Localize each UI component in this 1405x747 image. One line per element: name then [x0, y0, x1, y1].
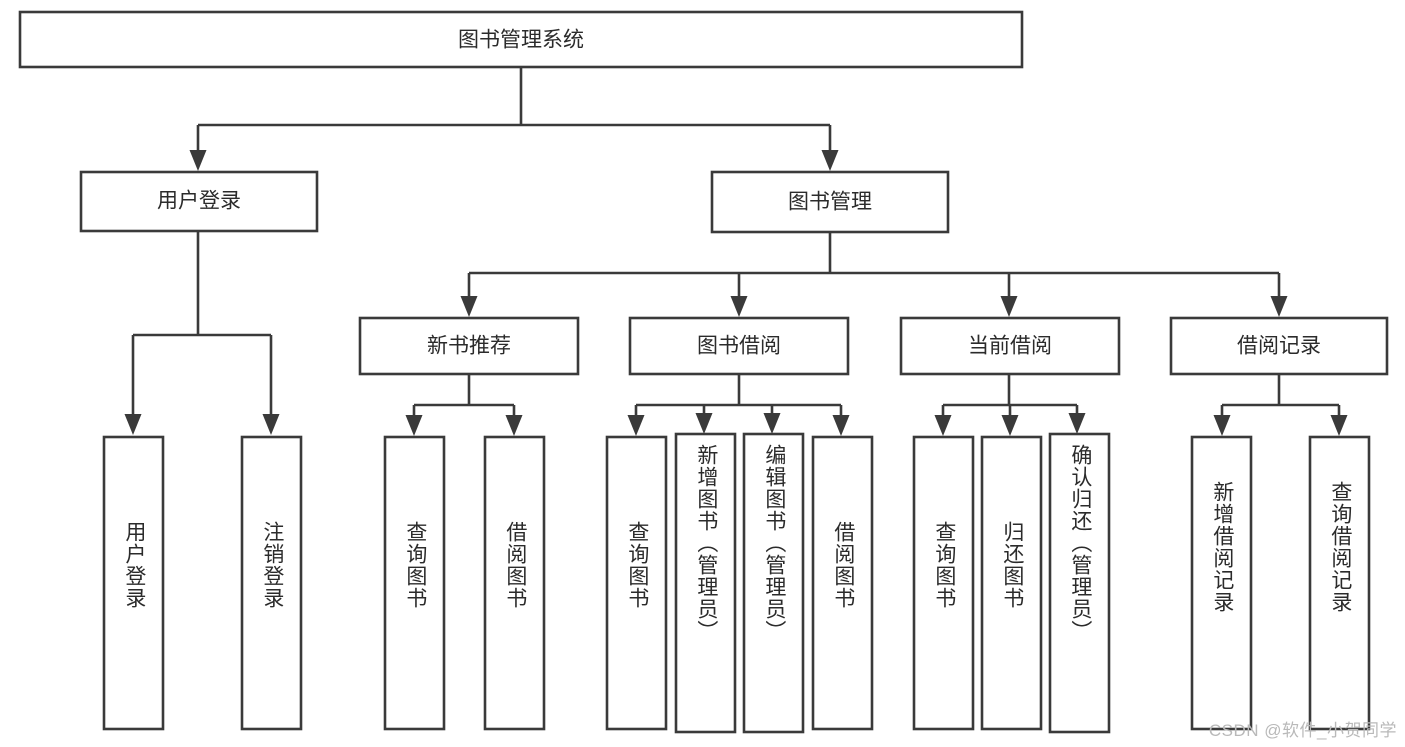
node-current-borrow[interactable]: 当前借阅	[899, 316, 1121, 376]
node-new-book-recommend[interactable]: 新书推荐	[358, 316, 580, 376]
leaf-box-edit-book[interactable]	[742, 432, 805, 734]
node-new-book-recommend-label: 新书推荐	[427, 335, 511, 358]
arrow-to-leaf-confirm-return	[1068, 413, 1086, 434]
leaf-box-add-record[interactable]	[1190, 435, 1253, 731]
node-root-label: 图书管理系统	[458, 29, 584, 52]
connector-group-user-login	[124, 231, 280, 435]
leaf-box-return-book[interactable]	[980, 435, 1043, 731]
arrow-to-leaf-return-book	[1001, 415, 1019, 436]
node-root[interactable]: 图书管理系统	[18, 10, 1024, 69]
node-book-management-label: 图书管理	[788, 191, 872, 214]
node-user-login[interactable]: 用户登录	[79, 170, 319, 233]
connector-group-book-borrow	[627, 374, 850, 436]
leaf-box-borrow-book-2[interactable]	[811, 435, 874, 731]
leaf-box-logout-login[interactable]	[240, 435, 303, 731]
arrow-to-leaf-query-record	[1330, 415, 1348, 436]
arrow-to-leaf-add-book	[695, 413, 713, 434]
arrow-to-new-book-recommend	[460, 296, 478, 317]
leaf-box-confirm-return[interactable]	[1048, 432, 1111, 734]
leaf-box-query-record[interactable]	[1308, 435, 1371, 731]
leaf-box-user-login[interactable]	[102, 435, 165, 731]
connector-group-current-borrow	[934, 374, 1086, 436]
arrow-to-borrow-record	[1270, 296, 1288, 317]
csdn-watermark: CSDN @软件_小贺同学	[1208, 721, 1397, 740]
arrow-to-book-borrow	[730, 296, 748, 317]
arrow-to-book-management	[821, 150, 839, 171]
node-borrow-record[interactable]: 借阅记录	[1169, 316, 1389, 376]
arrow-to-leaf-borrow-book-1	[505, 415, 523, 436]
node-book-borrow-label: 图书借阅	[697, 335, 781, 358]
arrow-to-leaf-edit-book	[763, 413, 781, 434]
arrow-to-leaf-query-book-3	[934, 415, 952, 436]
leaf-box-add-book[interactable]	[674, 432, 737, 734]
arrow-to-leaf-user-login	[124, 414, 142, 435]
arrow-to-leaf-query-book-2	[627, 415, 645, 436]
leaf-box-query-book-1[interactable]	[383, 435, 446, 731]
connector-group-borrow-record	[1213, 374, 1348, 436]
node-current-borrow-label: 当前借阅	[968, 335, 1052, 358]
arrow-to-user-login	[189, 150, 207, 171]
leaf-box-query-book-3[interactable]	[912, 435, 975, 731]
connector-group-new-book-recommend	[405, 374, 523, 436]
connector-group-root	[189, 67, 839, 171]
leaf-boxes-group	[102, 432, 1371, 734]
node-book-management[interactable]: 图书管理	[710, 170, 950, 234]
connector-group-book-management	[460, 232, 1288, 317]
arrow-to-current-borrow	[1000, 296, 1018, 317]
node-borrow-record-label: 借阅记录	[1237, 335, 1321, 358]
arrow-to-leaf-borrow-book-2	[832, 415, 850, 436]
arrow-to-leaf-logout-login	[262, 414, 280, 435]
arrow-to-leaf-query-book-1	[405, 415, 423, 436]
leaf-box-query-book-2[interactable]	[605, 435, 668, 731]
leaf-box-borrow-book-1[interactable]	[483, 435, 546, 731]
arrow-to-leaf-add-record	[1213, 415, 1231, 436]
node-user-login-label: 用户登录	[157, 190, 241, 213]
node-book-borrow[interactable]: 图书借阅	[628, 316, 850, 376]
